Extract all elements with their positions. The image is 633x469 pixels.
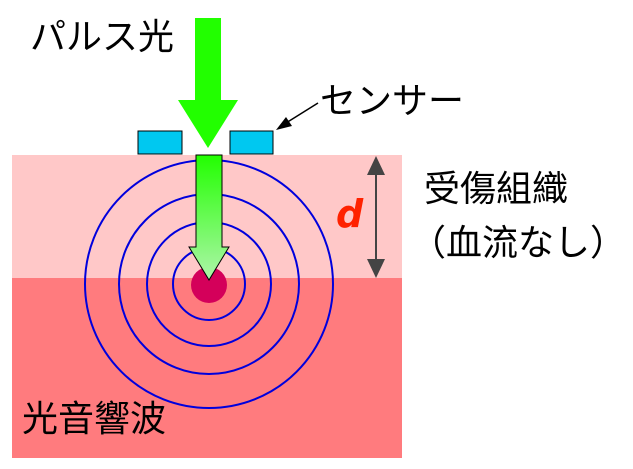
light-arrow-in-tissue	[188, 154, 230, 281]
sensor-label: センサー	[320, 81, 465, 122]
no-blood-flow-label: （血流なし）	[410, 223, 627, 264]
sensor-pointer-head	[276, 117, 292, 130]
sensor-left	[137, 130, 183, 155]
depth-arrow-top	[367, 156, 385, 175]
pulse-light-label: パルス光	[30, 17, 175, 58]
pulse-light-arrow	[178, 18, 238, 148]
sensor-right	[229, 130, 274, 155]
depth-label: d	[336, 192, 364, 236]
tissue-lower-layer	[12, 278, 402, 458]
absorber-source	[191, 267, 227, 303]
sensor-pointer-line	[285, 102, 319, 124]
photoacoustic-wave-label: 光音響波	[22, 399, 167, 440]
depth-arrow-bottom	[367, 259, 385, 278]
injured-tissue-label: 受傷組織	[424, 169, 569, 210]
